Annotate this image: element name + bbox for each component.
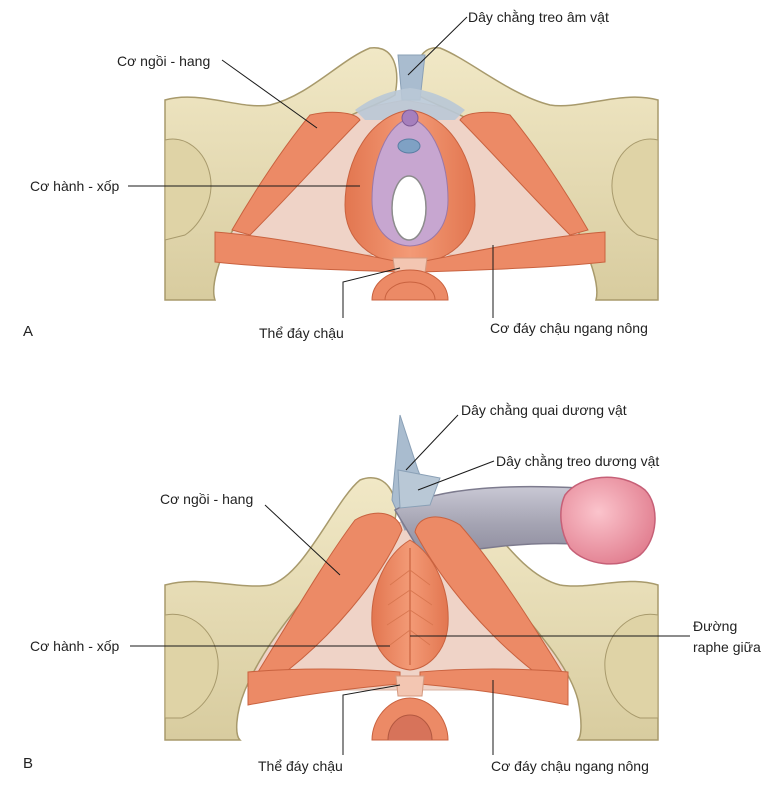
label-a-suspensory-ligament: Dây chằng treo âm vật (468, 9, 609, 25)
clitoris-glans (401, 109, 419, 127)
label-b-perineal-body: Thể đáy chậu (258, 758, 343, 774)
ligament-spread (355, 88, 465, 120)
panel-a-illustration (164, 47, 659, 301)
label-b-bulbospongiosus: Cơ hành - xốp (30, 638, 120, 654)
panel-letter-a: A (23, 323, 33, 340)
label-b-suspensory-ligament: Dây chằng treo dương vật (496, 453, 659, 469)
urethral-opening (397, 138, 421, 154)
leader-a-suspensory (407, 16, 468, 76)
leader-b-suspensory (417, 460, 495, 491)
leader-b-fundiform (405, 414, 459, 471)
glans-penis (560, 476, 656, 565)
label-a-superficial-transverse: Cơ đáy chậu ngang nông (490, 320, 648, 336)
ischiocavernosus-left (231, 111, 361, 236)
perineal-body-b (395, 675, 425, 697)
label-a-ischiocavernosus: Cơ ngồi - hang (117, 53, 210, 69)
leader-b-perineal-body (342, 684, 401, 755)
panel-letter-b: B (23, 755, 33, 772)
label-b-median-raphe-line1: Đường (693, 618, 737, 634)
label-a-perineal-body: Thể đáy chậu (259, 325, 344, 341)
label-b-median-raphe-line2: raphe giữa (693, 639, 761, 655)
panel-a-labels: Dây chằng treo âm vật Cơ ngồi - hang Cơ … (23, 9, 648, 341)
ischiocavernosus-right-b (414, 516, 563, 681)
leader-a-ischiocavernosus (221, 59, 318, 129)
panel-a-leaders (128, 16, 494, 318)
external-anal-sphincter (371, 269, 449, 301)
ischial-ramus-right (611, 138, 659, 241)
anal-sphincter-ring (384, 281, 436, 301)
ischial-ramus-left-b (164, 613, 219, 719)
vaginal-opening (391, 175, 427, 241)
leader-a-perineal-body (342, 267, 401, 318)
label-a-bulbospongiosus: Cơ hành - xốp (30, 178, 120, 194)
label-b-superficial-transverse: Cơ đáy chậu ngang nông (491, 758, 649, 774)
panel-b-illustration (164, 414, 659, 741)
ischial-ramus-right-b (604, 613, 659, 719)
label-b-fundiform-ligament: Dây chằng quai dương vật (461, 402, 627, 418)
anal-canal-b (387, 714, 433, 741)
ischial-ramus-left (164, 138, 212, 241)
bulbospongiosus-fibers (386, 569, 434, 646)
panel-b-labels: Dây chằng quai dương vật Dây chằng treo … (23, 402, 761, 774)
ischiocavernosus-right (459, 111, 589, 236)
leader-b-ischiocavernosus (264, 504, 341, 576)
panel-b-leaders (130, 414, 690, 755)
label-b-ischiocavernosus: Cơ ngồi - hang (160, 491, 253, 507)
ischiocavernosus-left-b (257, 512, 403, 681)
suspensory-ligament-penis (397, 469, 441, 509)
